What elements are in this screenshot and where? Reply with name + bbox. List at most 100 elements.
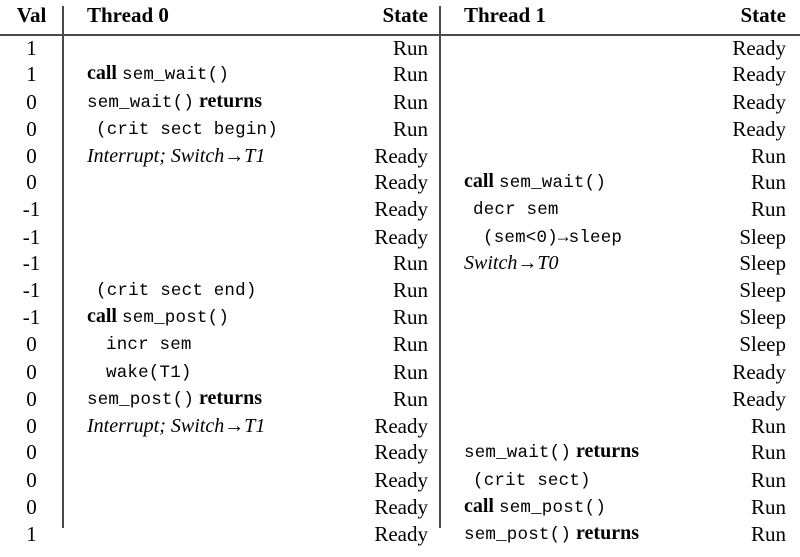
thread0-state-cell: Run: [392, 89, 428, 114]
thread0-action-cell: sem_post() returns: [63, 386, 285, 413]
thread1-state-cell: Ready: [732, 36, 786, 60]
thread1-state-cell: Run: [750, 467, 786, 492]
column-header-val: Val: [0, 0, 63, 36]
semaphore-value-cell: -1: [22, 305, 41, 330]
thread1-action-cell: call sem_wait(): [440, 169, 662, 196]
thread0-state-cell: Run: [392, 332, 428, 357]
semaphore-value-cell: 0: [26, 387, 37, 412]
action-tail: returns: [576, 440, 639, 463]
thread0-state-cell: Run: [392, 251, 428, 276]
thread0-action-cell: [63, 196, 285, 223]
thread0-state-cell: Ready: [374, 224, 428, 249]
thread0-state-cell: Ready: [374, 413, 428, 438]
thread1-state-cell: Run: [750, 522, 786, 547]
thread1-action-cell: [440, 144, 662, 169]
thread0-action-cell: call sem_post(): [63, 304, 285, 331]
semaphore-value-cell: 0: [26, 332, 37, 357]
thread1-state-cell: Ready: [732, 359, 786, 384]
action-code: sem_wait(): [87, 92, 195, 113]
action-keyword: call: [87, 62, 117, 85]
thread0-action-cell: [63, 251, 285, 276]
thread0-action-cell: [63, 494, 285, 521]
thread1-action-cell: sem_wait() returns: [440, 439, 662, 466]
action-text: (crit sect end): [87, 278, 257, 301]
thread0-state-cell: Ready: [374, 467, 428, 492]
thread1-state-cell: Sleep: [739, 224, 786, 249]
thread1-action-cell: [440, 61, 662, 88]
action-text: incr sem: [87, 332, 192, 356]
column-header-state0: State: [285, 0, 440, 36]
action-code: incr sem: [106, 335, 192, 356]
action-text: Interrupt; Switch→T1: [87, 145, 265, 167]
thread0-state-cell: Run: [392, 117, 428, 142]
thread1-state-cell: Sleep: [739, 305, 786, 330]
thread0-action-cell: (crit sect end): [63, 277, 285, 304]
action-text: Interrupt; Switch→T1: [87, 415, 265, 437]
action-text: sem_wait() returns: [464, 440, 639, 463]
column-header-thread1: Thread 1: [440, 0, 662, 36]
action-code: sem_post(): [499, 497, 607, 518]
action-text: sem_wait() returns: [87, 90, 262, 113]
thread1-action-cell: [440, 331, 662, 358]
thread0-state-cell: Ready: [374, 170, 428, 195]
thread0-state-cell: Ready: [374, 494, 428, 519]
action-code: sem_post(): [122, 308, 230, 329]
action-code: (crit sect): [473, 470, 591, 491]
action-italic-note: Switch→T0: [464, 252, 559, 275]
action-keyword: call: [464, 170, 494, 193]
action-keyword: call: [464, 494, 494, 517]
table-row: -1 Ready (sem<0)→sleep Sleep: [0, 224, 800, 251]
thread1-action-cell: [440, 359, 662, 386]
semaphore-value-cell: 0: [26, 143, 37, 168]
table-header: Val Thread 0 State Thread 1 State: [0, 0, 800, 36]
action-code: sem_post(): [87, 390, 195, 411]
thread1-state-cell: Ready: [732, 117, 786, 142]
action-code: sem_post(): [464, 525, 572, 546]
action-text: sem_post() returns: [87, 387, 262, 411]
thread0-action-cell: (crit sect begin): [63, 116, 285, 143]
action-code: (sem<0)→sleep: [483, 227, 623, 248]
thread0-action-cell: sem_wait() returns: [63, 89, 285, 116]
thread0-action-cell: call sem_wait(): [63, 61, 285, 88]
semaphore-value-cell: -1: [22, 197, 41, 222]
action-text: call sem_post(): [464, 494, 607, 518]
thread0-state-cell: Ready: [374, 197, 428, 222]
semaphore-value-cell: 1: [26, 36, 37, 60]
thread1-action-cell: [440, 116, 662, 143]
action-tail: returns: [199, 387, 262, 410]
thread0-action-cell: wake(T1): [63, 359, 285, 386]
semaphore-value-cell: -1: [22, 251, 41, 276]
column-divider-right: [439, 6, 442, 528]
thread1-action-cell: (sem<0)→sleep: [440, 224, 662, 251]
action-code: decr sem: [473, 200, 559, 221]
thread0-action-cell: Interrupt; Switch→T1: [63, 414, 285, 439]
semaphore-value-cell: 0: [26, 467, 37, 492]
thread0-state-cell: Ready: [374, 440, 428, 465]
action-code: sem_wait(): [122, 65, 230, 86]
action-code: wake(T1): [106, 362, 192, 383]
action-code: (crit sect end): [96, 280, 257, 301]
action-text: (sem<0)→sleep: [464, 225, 623, 248]
thread1-state-cell: Run: [750, 413, 786, 438]
thread1-action-cell: (crit sect): [440, 467, 662, 494]
thread1-state-cell: Sleep: [739, 332, 786, 357]
semaphore-value-cell: 0: [26, 440, 37, 465]
thread1-state-cell: Ready: [732, 387, 786, 412]
action-text: Switch→T0: [464, 252, 558, 274]
semaphore-value-cell: -1: [22, 224, 41, 249]
thread1-action-cell: Switch→T0: [440, 251, 662, 276]
thread0-action-cell: [63, 169, 285, 196]
